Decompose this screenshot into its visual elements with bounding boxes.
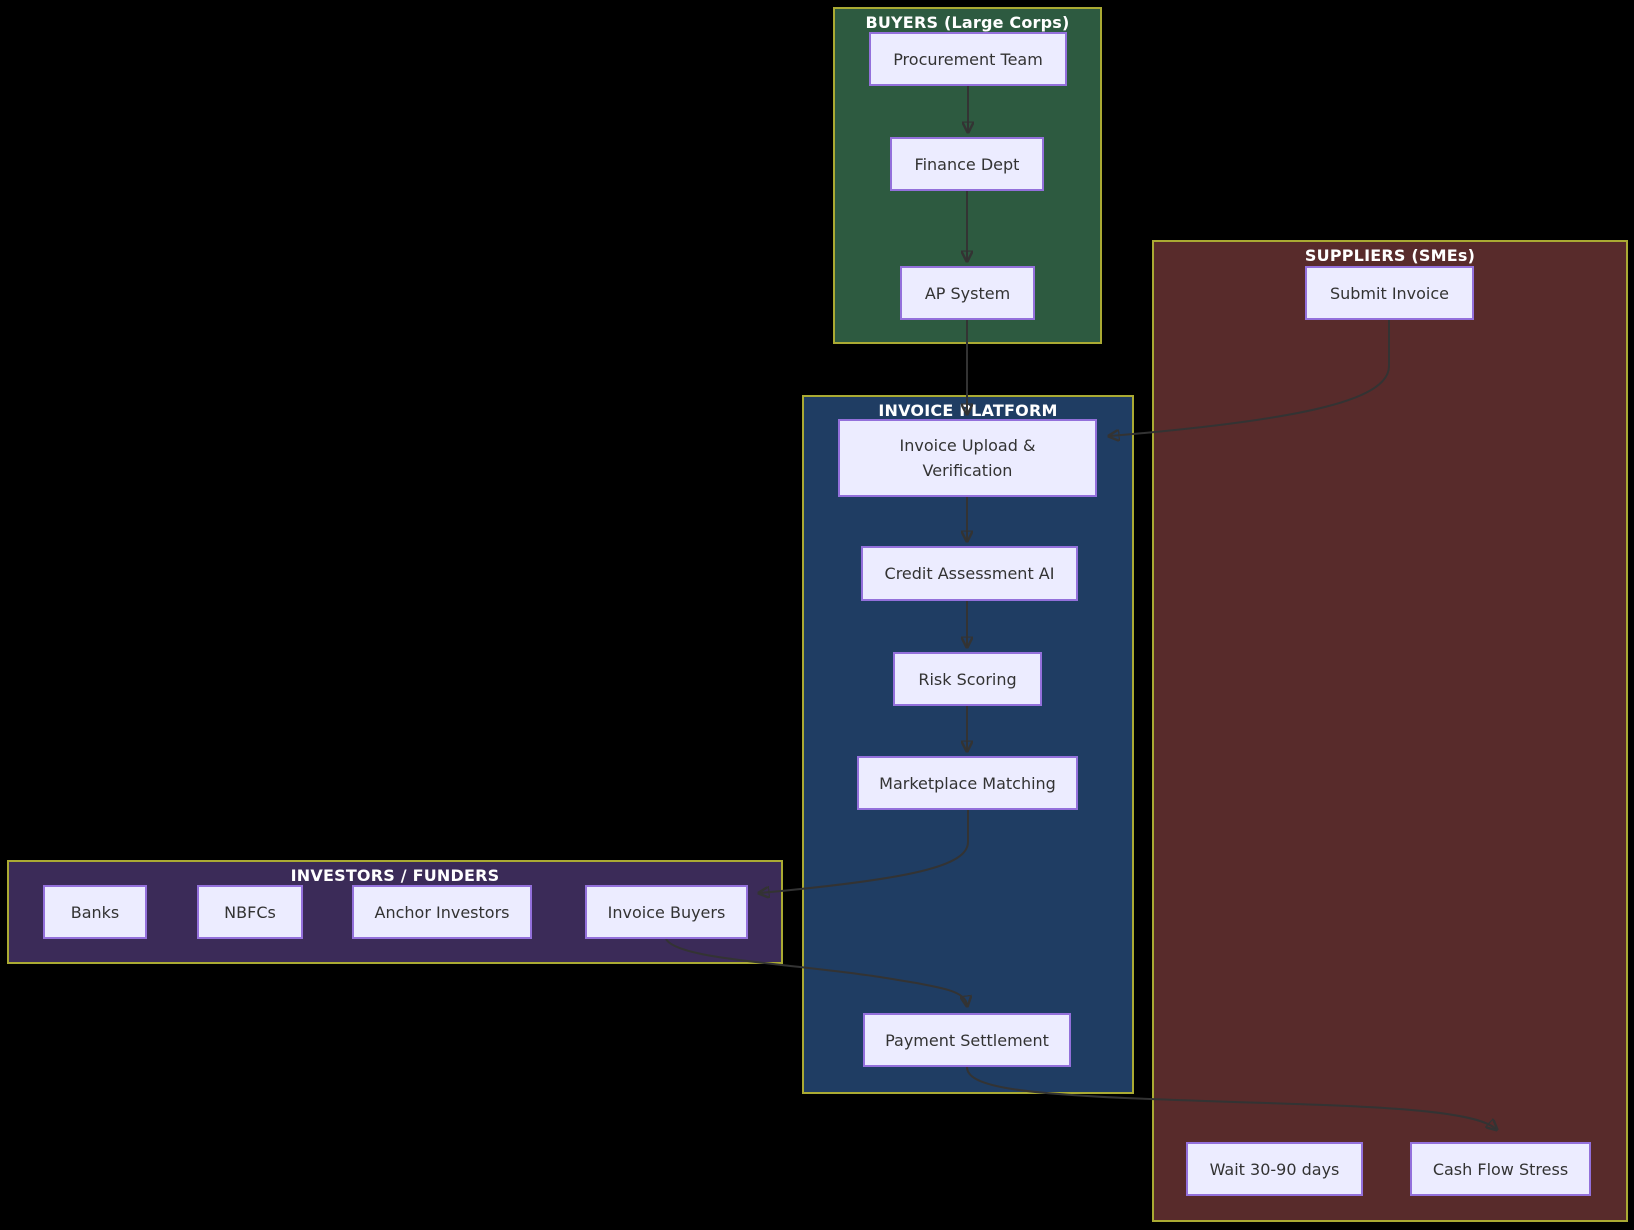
edge-submit-to-upload bbox=[1110, 320, 1390, 436]
node-label: Invoice Upload & Verification bbox=[899, 436, 1036, 480]
node-cash-flow-stress: Cash Flow Stress bbox=[1410, 1142, 1591, 1196]
node-anchor-investors: Anchor Investors bbox=[352, 885, 532, 939]
node-label: AP System bbox=[924, 283, 1011, 303]
node-label: Payment Settlement bbox=[885, 1030, 1049, 1050]
edge-matching-to-invoicebuyers bbox=[760, 810, 969, 893]
node-invoice-buyers: Invoice Buyers bbox=[585, 885, 748, 939]
node-credit-assessment-ai: Credit Assessment AI bbox=[861, 546, 1078, 601]
node-risk-scoring: Risk Scoring bbox=[893, 652, 1042, 706]
node-payment-settlement: Payment Settlement bbox=[863, 1013, 1071, 1067]
node-procurement-team: Procurement Team bbox=[869, 32, 1067, 86]
node-label: Finance Dept bbox=[914, 154, 1020, 174]
node-label: Risk Scoring bbox=[918, 669, 1017, 689]
node-label: Anchor Investors bbox=[374, 902, 510, 922]
node-label: Credit Assessment AI bbox=[884, 564, 1055, 583]
node-invoice-upload-verification: Invoice Upload & Verification bbox=[838, 419, 1097, 497]
node-label: NBFCs bbox=[224, 902, 276, 922]
node-label: Procurement Team bbox=[893, 49, 1043, 69]
node-label: Banks bbox=[70, 902, 120, 922]
node-label: Wait 30-90 days bbox=[1209, 1159, 1340, 1179]
node-submit-invoice: Submit Invoice bbox=[1305, 266, 1474, 320]
node-marketplace-matching: Marketplace Matching bbox=[857, 756, 1078, 810]
edge-invoicebuyers-to-settlement bbox=[665, 938, 967, 1005]
node-ap-system: AP System bbox=[900, 266, 1035, 320]
edge-settlement-to-stress bbox=[966, 1066, 1496, 1129]
node-label: Submit Invoice bbox=[1329, 283, 1450, 303]
node-finance-dept: Finance Dept bbox=[890, 137, 1044, 191]
node-label: Marketplace Matching bbox=[879, 773, 1056, 793]
node-label: Invoice Buyers bbox=[607, 902, 726, 922]
node-label: Cash Flow Stress bbox=[1432, 1159, 1569, 1179]
node-nbfcs: NBFCs bbox=[197, 885, 303, 939]
node-wait-30-90-days: Wait 30-90 days bbox=[1186, 1142, 1363, 1196]
node-banks: Banks bbox=[43, 885, 147, 939]
